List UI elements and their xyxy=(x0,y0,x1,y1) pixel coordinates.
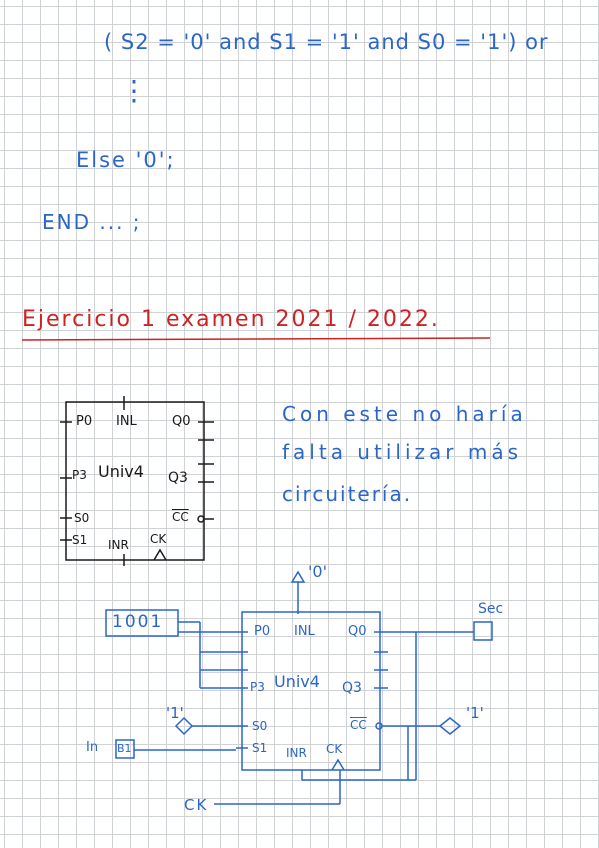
b1-label-q0: Q0 xyxy=(172,414,191,429)
b1-label-s0: S0 xyxy=(74,511,90,525)
note-condition-line: ( S2 = '0' and S1 = '1' and S0 = '1') or xyxy=(104,30,549,54)
b1-label-q3: Q3 xyxy=(168,470,188,486)
b2-label-p3: P3 xyxy=(250,680,265,694)
comment-line-1: Con este no haría xyxy=(282,402,527,426)
title-underline xyxy=(21,337,491,341)
b2-label-p0: P0 xyxy=(254,624,271,639)
b1-label-p0: P0 xyxy=(76,414,93,429)
b1-label-inl: INL xyxy=(116,414,137,429)
b1-label-ck: CK xyxy=(150,532,167,546)
note-end-line: END ... ; xyxy=(42,210,142,234)
const-1001-label: 1001 xyxy=(112,612,164,632)
b2-label-cc: CC xyxy=(350,718,367,732)
note-ellipsis: ⋮ xyxy=(120,74,148,107)
b2-label-q0: Q0 xyxy=(348,624,367,639)
univ4-block-2 xyxy=(105,570,493,805)
sec-output-label: Sec xyxy=(478,601,504,617)
comment-line-3: circuitería. xyxy=(282,482,413,506)
b2-label-q3: Q3 xyxy=(342,680,362,696)
b1-label-name: Univ4 xyxy=(98,462,144,481)
b2-label-inl: INL xyxy=(294,624,315,639)
b2-label-name: Univ4 xyxy=(274,672,320,691)
b1-label-p3: P3 xyxy=(72,468,87,482)
b1-label-cc: CC xyxy=(172,510,189,524)
b1-label-inr: INR xyxy=(108,538,129,552)
b2-label-s1: S1 xyxy=(252,741,268,755)
in-value-label: B1 xyxy=(117,742,132,755)
note-else-line: Else '0'; xyxy=(76,148,176,172)
right-const-label: '1' xyxy=(466,704,484,722)
s0-const-label: '1' xyxy=(166,704,184,722)
b1-label-s1: S1 xyxy=(72,533,88,547)
clock-label: CK xyxy=(184,796,209,814)
in-label: In xyxy=(86,740,99,755)
b2-label-ck: CK xyxy=(326,742,343,756)
b2-label-inr: INR xyxy=(286,746,307,760)
comment-line-2: falta utilizar más xyxy=(282,440,522,464)
exercise-title: Ejercicio 1 examen 2021 / 2022. xyxy=(22,307,440,332)
univ4-block-1 xyxy=(60,396,214,566)
b2-label-s0: S0 xyxy=(252,719,268,733)
top-input-label: '0' xyxy=(308,562,327,581)
